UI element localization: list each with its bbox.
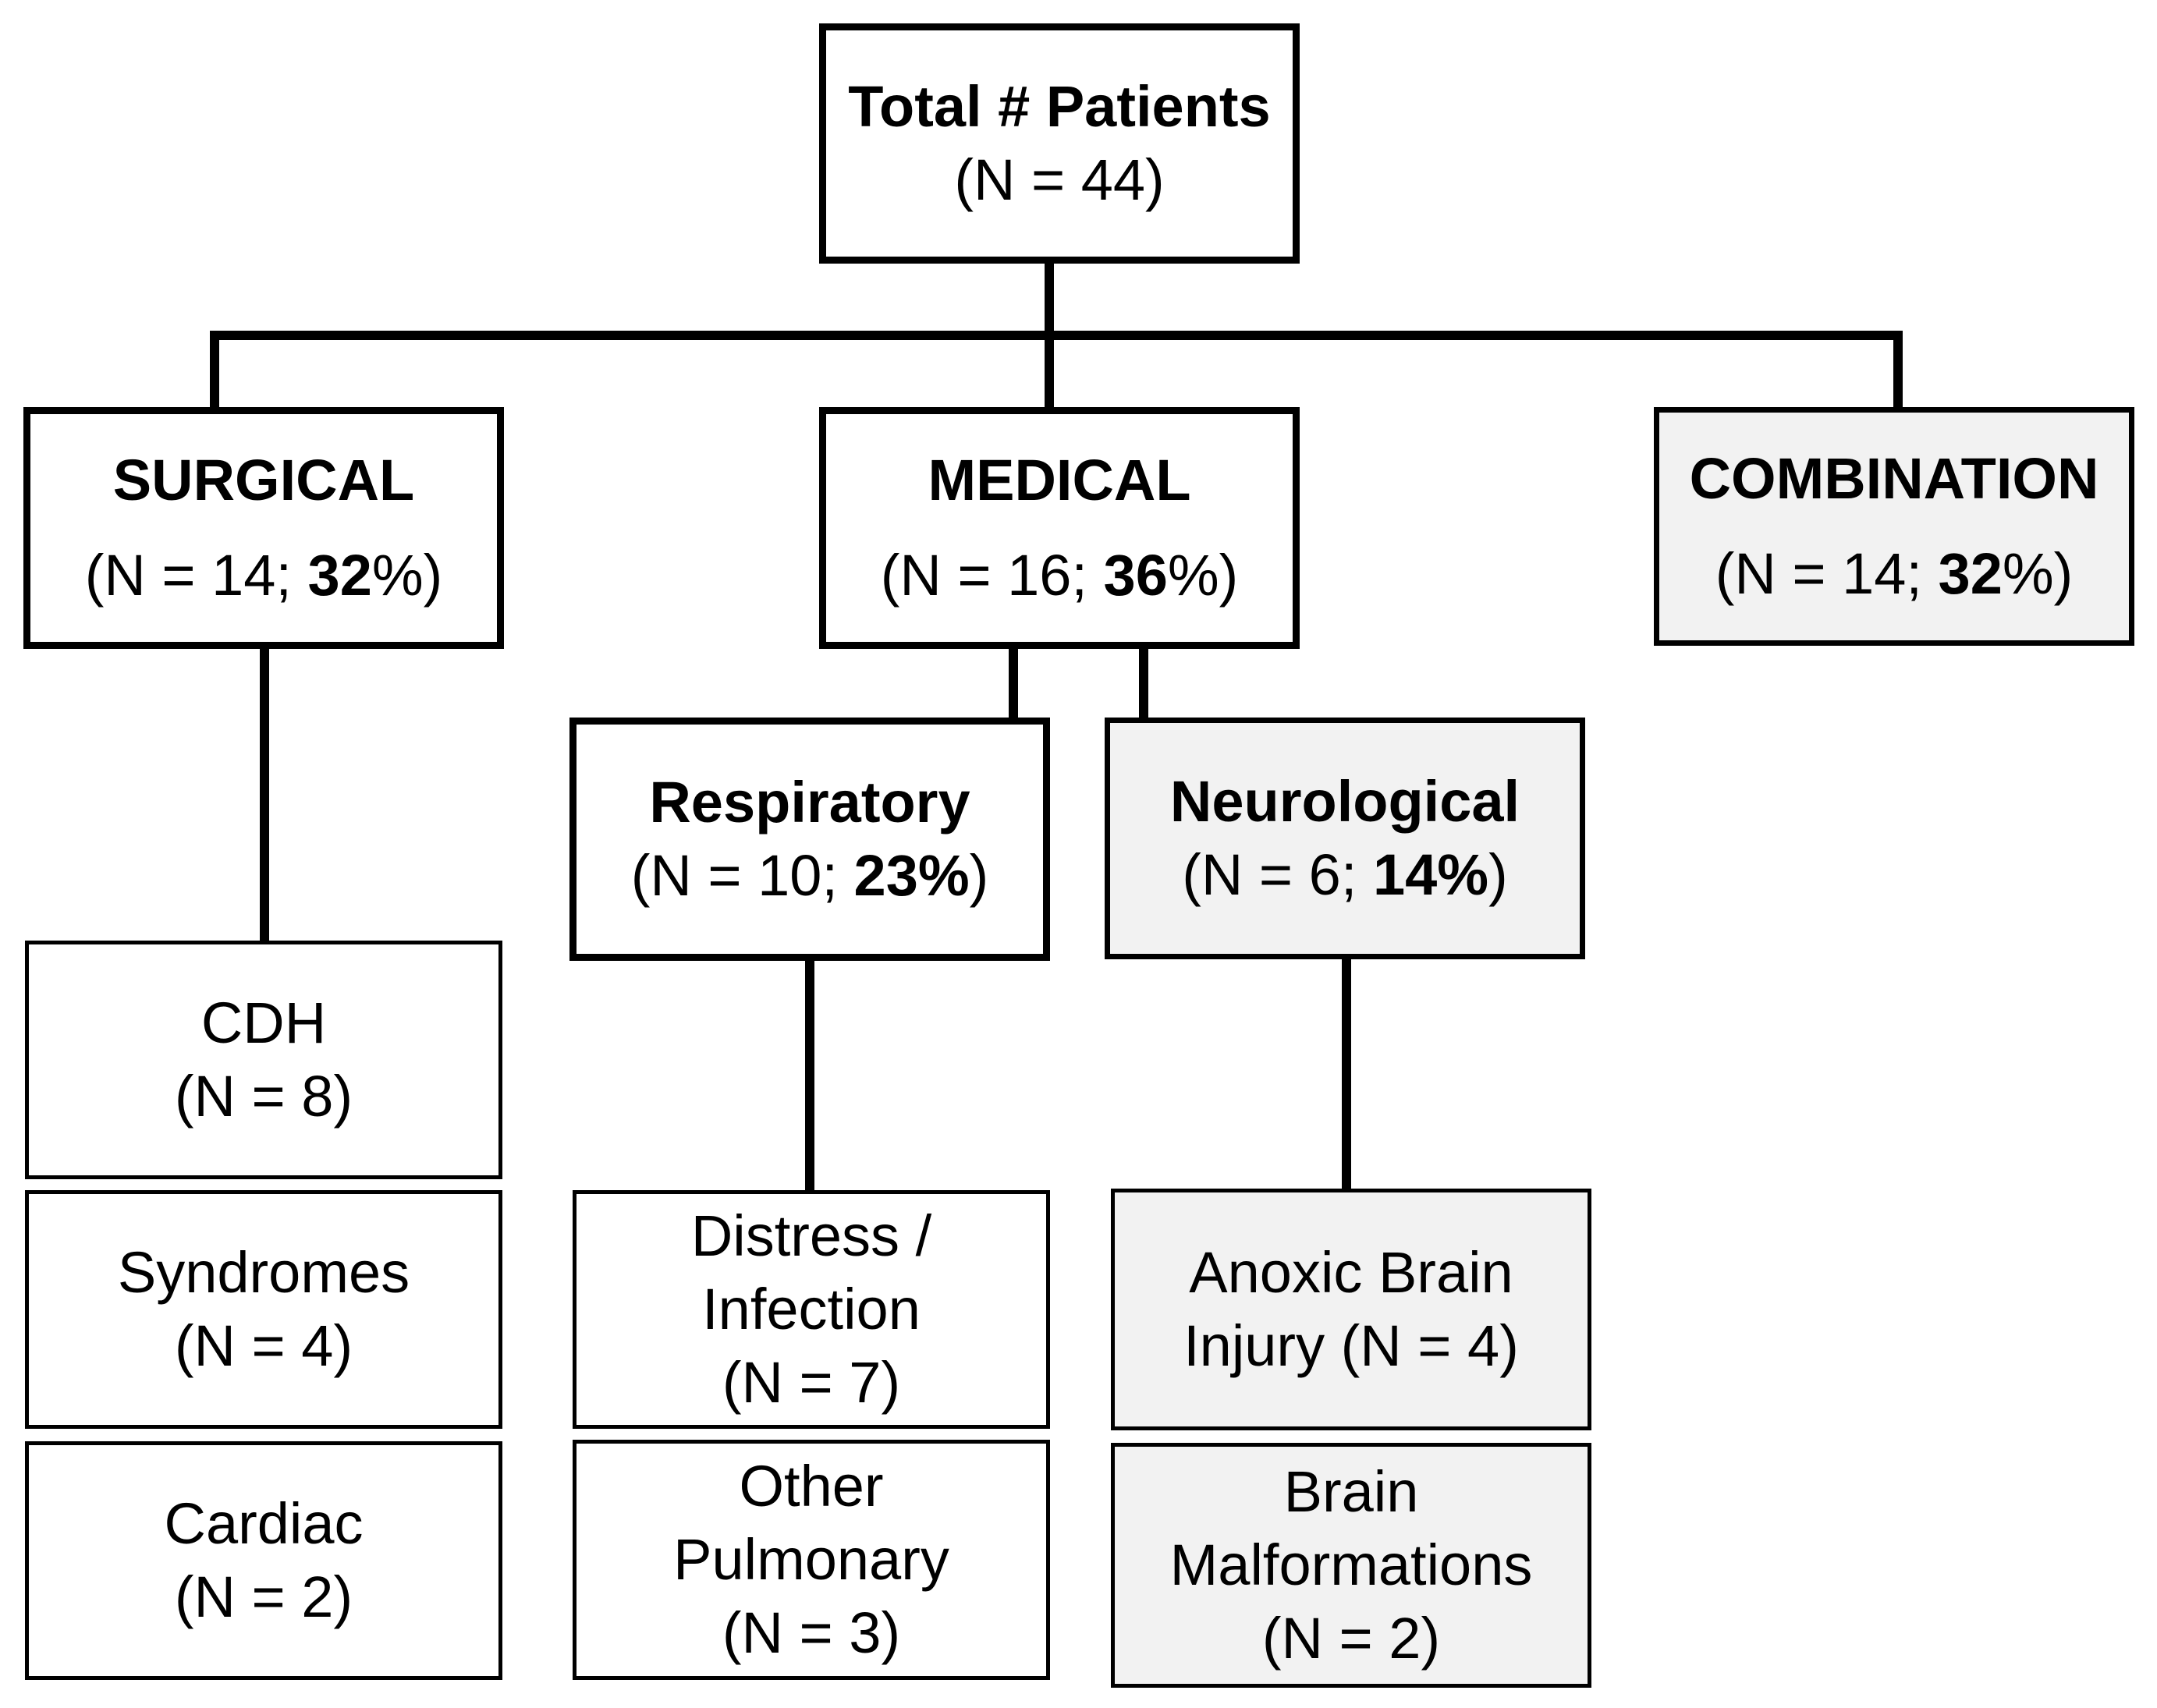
total-patients-count: (N = 44) (954, 147, 1165, 212)
other-pulmonary-line1: Other (739, 1454, 884, 1518)
combination-count-suffix: %) (2002, 541, 2074, 606)
combination-box: COMBINATION (N = 14; 32%) (1654, 407, 2134, 646)
cdh-label: CDH (200, 990, 327, 1055)
medical-percent: 36 (1103, 543, 1168, 608)
cdh-count: (N = 8) (174, 1064, 353, 1129)
distress-infection-line1: Distress / (690, 1203, 932, 1268)
medical-count-suffix: %) (1167, 543, 1239, 608)
surgical-percent: 32 (307, 543, 372, 608)
brain-malformations-line1: Brain (1283, 1459, 1419, 1524)
distress-infection-line2: Infection (702, 1277, 921, 1341)
combination-title: COMBINATION (1689, 446, 2099, 511)
medical-count-prefix: (N = 16; (880, 543, 1104, 608)
brain-malformations-count: (N = 2) (1261, 1606, 1441, 1671)
cardiac-count: (N = 2) (174, 1564, 353, 1629)
brain-malformations-line2: Malformations (1169, 1533, 1533, 1597)
syndromes-label: Syndromes (117, 1240, 410, 1305)
anoxic-brain-injury-box: Anoxic Brain Injury (N = 4) (1111, 1189, 1591, 1430)
surgical-count-suffix: %) (371, 543, 443, 608)
respiratory-count: (N = 10; 23%) (631, 839, 989, 912)
surgical-count: (N = 14; 32%) (85, 539, 443, 612)
neurological-percent: 14% (1372, 842, 1489, 907)
other-pulmonary-box: Other Pulmonary (N = 3) (573, 1440, 1050, 1680)
total-patients-box: Total # Patients (N = 44) (819, 23, 1300, 264)
brain-malformations-box: Brain Malformations (N = 2) (1111, 1443, 1591, 1688)
neurological-box: Neurological (N = 6; 14%) (1105, 718, 1585, 959)
distress-infection-box: Distress / Infection (N = 7) (573, 1190, 1050, 1429)
other-pulmonary-count: (N = 3) (722, 1600, 901, 1665)
other-pulmonary-line2: Pulmonary (673, 1527, 949, 1592)
cdh-box: CDH (N = 8) (25, 941, 502, 1179)
combination-percent: 32 (1938, 541, 2003, 606)
surgical-count-prefix: (N = 14; (84, 543, 308, 608)
syndromes-box: Syndromes (N = 4) (25, 1190, 502, 1429)
respiratory-count-suffix: ) (969, 843, 989, 908)
surgical-title: SURGICAL (112, 448, 415, 512)
neurological-count-prefix: (N = 6; (1182, 842, 1373, 907)
respiratory-title: Respiratory (649, 770, 970, 835)
anoxic-brain-injury-line2: Injury (N = 4) (1183, 1313, 1519, 1378)
neurological-count: (N = 6; 14%) (1182, 838, 1507, 912)
combination-count: (N = 14; 32%) (1715, 537, 2074, 611)
respiratory-percent: 23% (853, 843, 970, 908)
medical-box: MEDICAL (N = 16; 36%) (819, 407, 1300, 649)
neurological-count-suffix: ) (1488, 842, 1508, 907)
syndromes-count: (N = 4) (174, 1313, 353, 1378)
surgical-box: SURGICAL (N = 14; 32%) (23, 407, 504, 649)
total-patients-title: Total # Patients (848, 74, 1271, 139)
cardiac-box: Cardiac (N = 2) (25, 1441, 502, 1680)
respiratory-count-prefix: (N = 10; (630, 843, 854, 908)
medical-title: MEDICAL (928, 448, 1191, 512)
neurological-title: Neurological (1169, 769, 1520, 834)
respiratory-box: Respiratory (N = 10; 23%) (569, 718, 1050, 961)
distress-infection-count: (N = 7) (722, 1350, 901, 1415)
medical-count: (N = 16; 36%) (881, 539, 1239, 612)
combination-count-prefix: (N = 14; (1715, 541, 1939, 606)
cardiac-label: Cardiac (164, 1491, 364, 1556)
anoxic-brain-injury-line1: Anoxic Brain (1189, 1240, 1513, 1305)
